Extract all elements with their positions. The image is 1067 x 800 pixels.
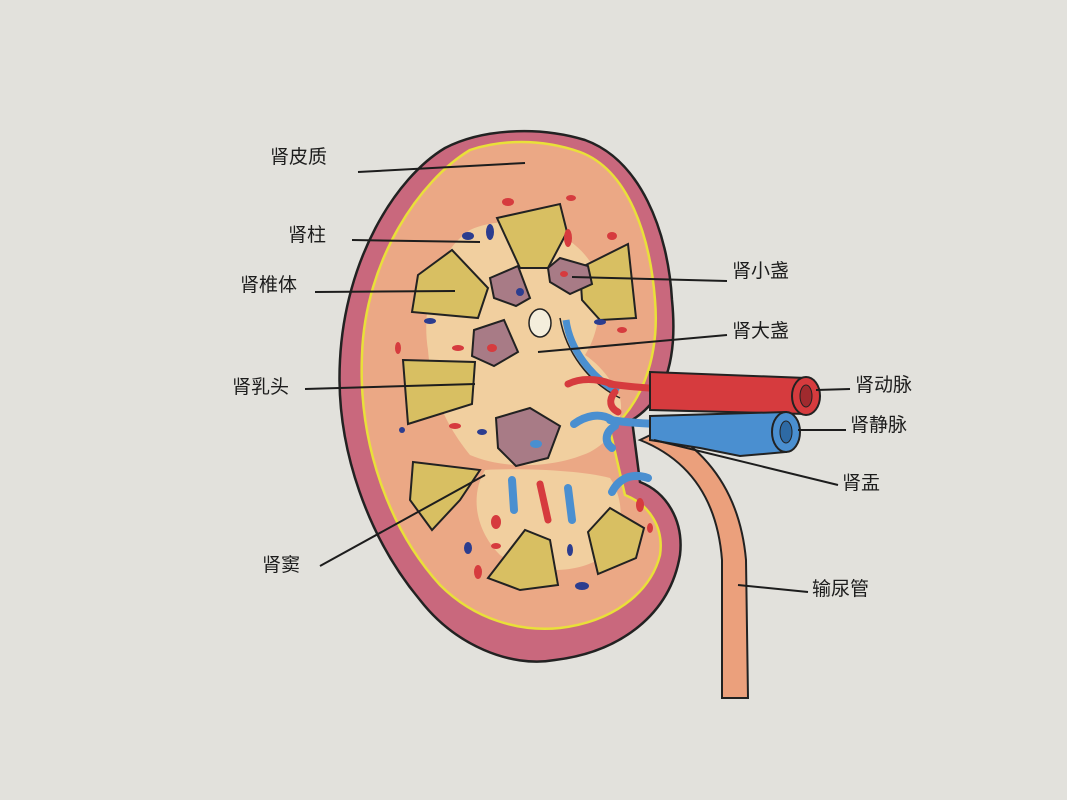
calyx-opening	[528, 308, 552, 338]
pyramid-lower-right	[586, 506, 646, 576]
major-calyx-outline	[559, 317, 621, 399]
label-renal-pelvis: 肾盂	[842, 472, 881, 494]
leader-papilla	[304, 383, 476, 390]
leader-lines	[304, 162, 851, 593]
leader-column	[351, 239, 481, 243]
pyramid-bottom	[486, 528, 560, 592]
label-renal-artery: 肾动脉	[855, 374, 913, 396]
calyx-middle-left	[470, 318, 520, 368]
renal-artery-vessel	[649, 370, 807, 416]
leader-pelvis	[653, 439, 839, 486]
cortical-vessels	[395, 195, 653, 590]
renal-pyramids	[401, 202, 646, 592]
leader-sinus	[319, 474, 486, 567]
label-major-calyx: 肾大盏	[732, 320, 790, 342]
ureter-tube	[637, 426, 750, 699]
leader-major	[537, 334, 728, 353]
label-renal-papilla: 肾乳头	[232, 376, 290, 398]
pyramid-upper-left	[410, 248, 490, 320]
label-renal-pyramid: 肾椎体	[240, 274, 298, 296]
renal-vein-lumen	[779, 420, 793, 444]
leader-ureter	[737, 584, 809, 593]
label-minor-calyx: 肾小盏	[732, 260, 790, 282]
leader-artery	[815, 388, 851, 391]
pyramid-middle-left	[401, 358, 477, 426]
calyx-top	[546, 256, 594, 296]
label-renal-vein: 肾静脉	[850, 414, 908, 436]
calyx-lower	[494, 406, 562, 468]
leader-cortex	[357, 162, 526, 173]
renal-artery-lumen	[799, 384, 813, 408]
label-renal-column: 肾柱	[288, 224, 327, 246]
leader-minor	[571, 276, 728, 282]
pyramid-upper-right	[578, 242, 638, 322]
leader-pyramid	[314, 290, 456, 293]
label-renal-sinus: 肾窦	[262, 554, 301, 576]
minor-calyces	[470, 256, 594, 468]
label-renal-cortex: 肾皮质	[270, 146, 328, 168]
label-ureter: 输尿管	[812, 578, 870, 600]
pyramid-top	[495, 202, 569, 269]
